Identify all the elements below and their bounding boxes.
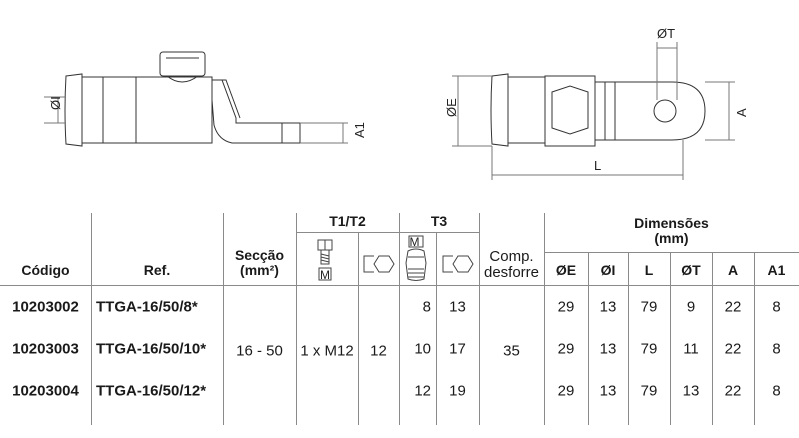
cell-t3-key: 19 — [449, 382, 466, 400]
col-divider — [223, 213, 224, 425]
cell-t3-m: 12 — [414, 382, 431, 400]
col-divider — [754, 252, 755, 425]
header-seccao-line2: (mm²) — [240, 262, 279, 278]
header-dim-oi: ØI — [600, 262, 616, 278]
header-seccao: Secção(mm²) — [223, 248, 296, 278]
col-divider — [544, 213, 545, 425]
label-l: L — [594, 158, 601, 173]
label-a: A — [734, 108, 749, 117]
cell-t3-m: 8 — [422, 298, 431, 316]
cell-t1t2-key: 12 — [370, 342, 387, 360]
bolt-icon-m: M — [320, 268, 330, 282]
label-oe: ØE — [444, 98, 459, 117]
header-codigo: Código — [21, 262, 70, 278]
side-view-drawing — [44, 51, 348, 147]
header-comp-line1: Comp. — [489, 248, 534, 265]
cell-ref: TTGA-16/50/10* — [96, 340, 207, 358]
cell-codigo: 10203003 — [12, 340, 79, 358]
cell-dim-a: 22 — [724, 298, 742, 316]
col-divider — [399, 213, 400, 425]
header-dim-l: L — [644, 262, 654, 278]
cell-dim-a: 22 — [724, 382, 742, 400]
label-ot: ØT — [657, 26, 675, 41]
col-divider — [296, 213, 297, 425]
cell-seccao: 16 - 50 — [236, 342, 283, 360]
cell-comp: 35 — [503, 342, 520, 360]
col-divider — [712, 252, 713, 425]
group-divider — [544, 252, 799, 253]
col-divider — [479, 213, 480, 425]
product-drawings: ØI A1 ØE ØT A L — [44, 26, 749, 180]
header-t3: T3 — [430, 213, 448, 229]
cell-ref: TTGA-16/50/12* — [96, 382, 207, 400]
cell-codigo: 10203002 — [12, 298, 79, 316]
group-divider — [296, 232, 479, 233]
cell-dim-oe: 29 — [557, 340, 575, 358]
header-dim-a1: A1 — [767, 262, 786, 278]
cell-dim-l: 79 — [640, 340, 658, 358]
col-divider — [670, 252, 671, 425]
col-divider — [358, 232, 359, 425]
cell-dim-l: 79 — [640, 298, 658, 316]
col-divider — [91, 213, 92, 425]
nut-icon: M — [405, 235, 427, 281]
cell-dim-a: 22 — [724, 340, 742, 358]
cell-t3-m: 10 — [414, 340, 431, 358]
col-divider — [436, 232, 437, 425]
cell-dim-a1: 8 — [772, 382, 781, 400]
nut-icon-m: M — [410, 235, 420, 249]
header-dimensoes: Dimensões(mm) — [544, 216, 799, 246]
cell-dim-oi: 13 — [599, 382, 617, 400]
header-t1t2: T1/T2 — [329, 213, 366, 229]
label-a1: A1 — [352, 122, 367, 138]
header-dim-oe: ØE — [555, 262, 577, 278]
cell-codigo: 10203004 — [12, 382, 79, 400]
cell-dim-oe: 29 — [557, 382, 575, 400]
cell-dim-a1: 8 — [772, 340, 781, 358]
header-dim-ot: ØT — [681, 262, 701, 278]
cell-t3-key: 17 — [449, 340, 466, 358]
header-dimensoes-line1: Dimensões — [634, 215, 709, 231]
col-divider — [588, 252, 589, 425]
cell-dim-ot: 13 — [682, 382, 700, 400]
top-view-drawing — [452, 42, 735, 180]
label-oi: ØI — [48, 96, 63, 110]
cell-dim-oi: 13 — [599, 298, 617, 316]
cell-dim-ot: 9 — [686, 298, 696, 316]
cell-dim-l: 79 — [640, 382, 658, 400]
cell-dim-oi: 13 — [599, 340, 617, 358]
header-dimensoes-line2: (mm) — [654, 230, 689, 246]
bolt-icon: M — [317, 239, 333, 282]
cell-dim-ot: 11 — [683, 340, 699, 358]
header-dim-a: A — [727, 262, 739, 278]
cell-dim-a1: 8 — [772, 298, 781, 316]
cell-t3-key: 13 — [449, 298, 466, 316]
col-divider — [628, 252, 629, 425]
cell-t1t2-thread: 1 x M12 — [300, 342, 354, 360]
header-comp-line2: desforre — [483, 264, 540, 281]
header-seccao-line1: Secção — [234, 247, 285, 263]
hex-key-icon — [442, 255, 474, 273]
header-ref: Ref. — [143, 262, 171, 278]
cell-ref: TTGA-16/50/8* — [96, 298, 198, 316]
hex-key-icon — [363, 255, 395, 273]
header-comp: Comp.desforre — [479, 249, 544, 281]
cell-dim-oe: 29 — [557, 298, 575, 316]
